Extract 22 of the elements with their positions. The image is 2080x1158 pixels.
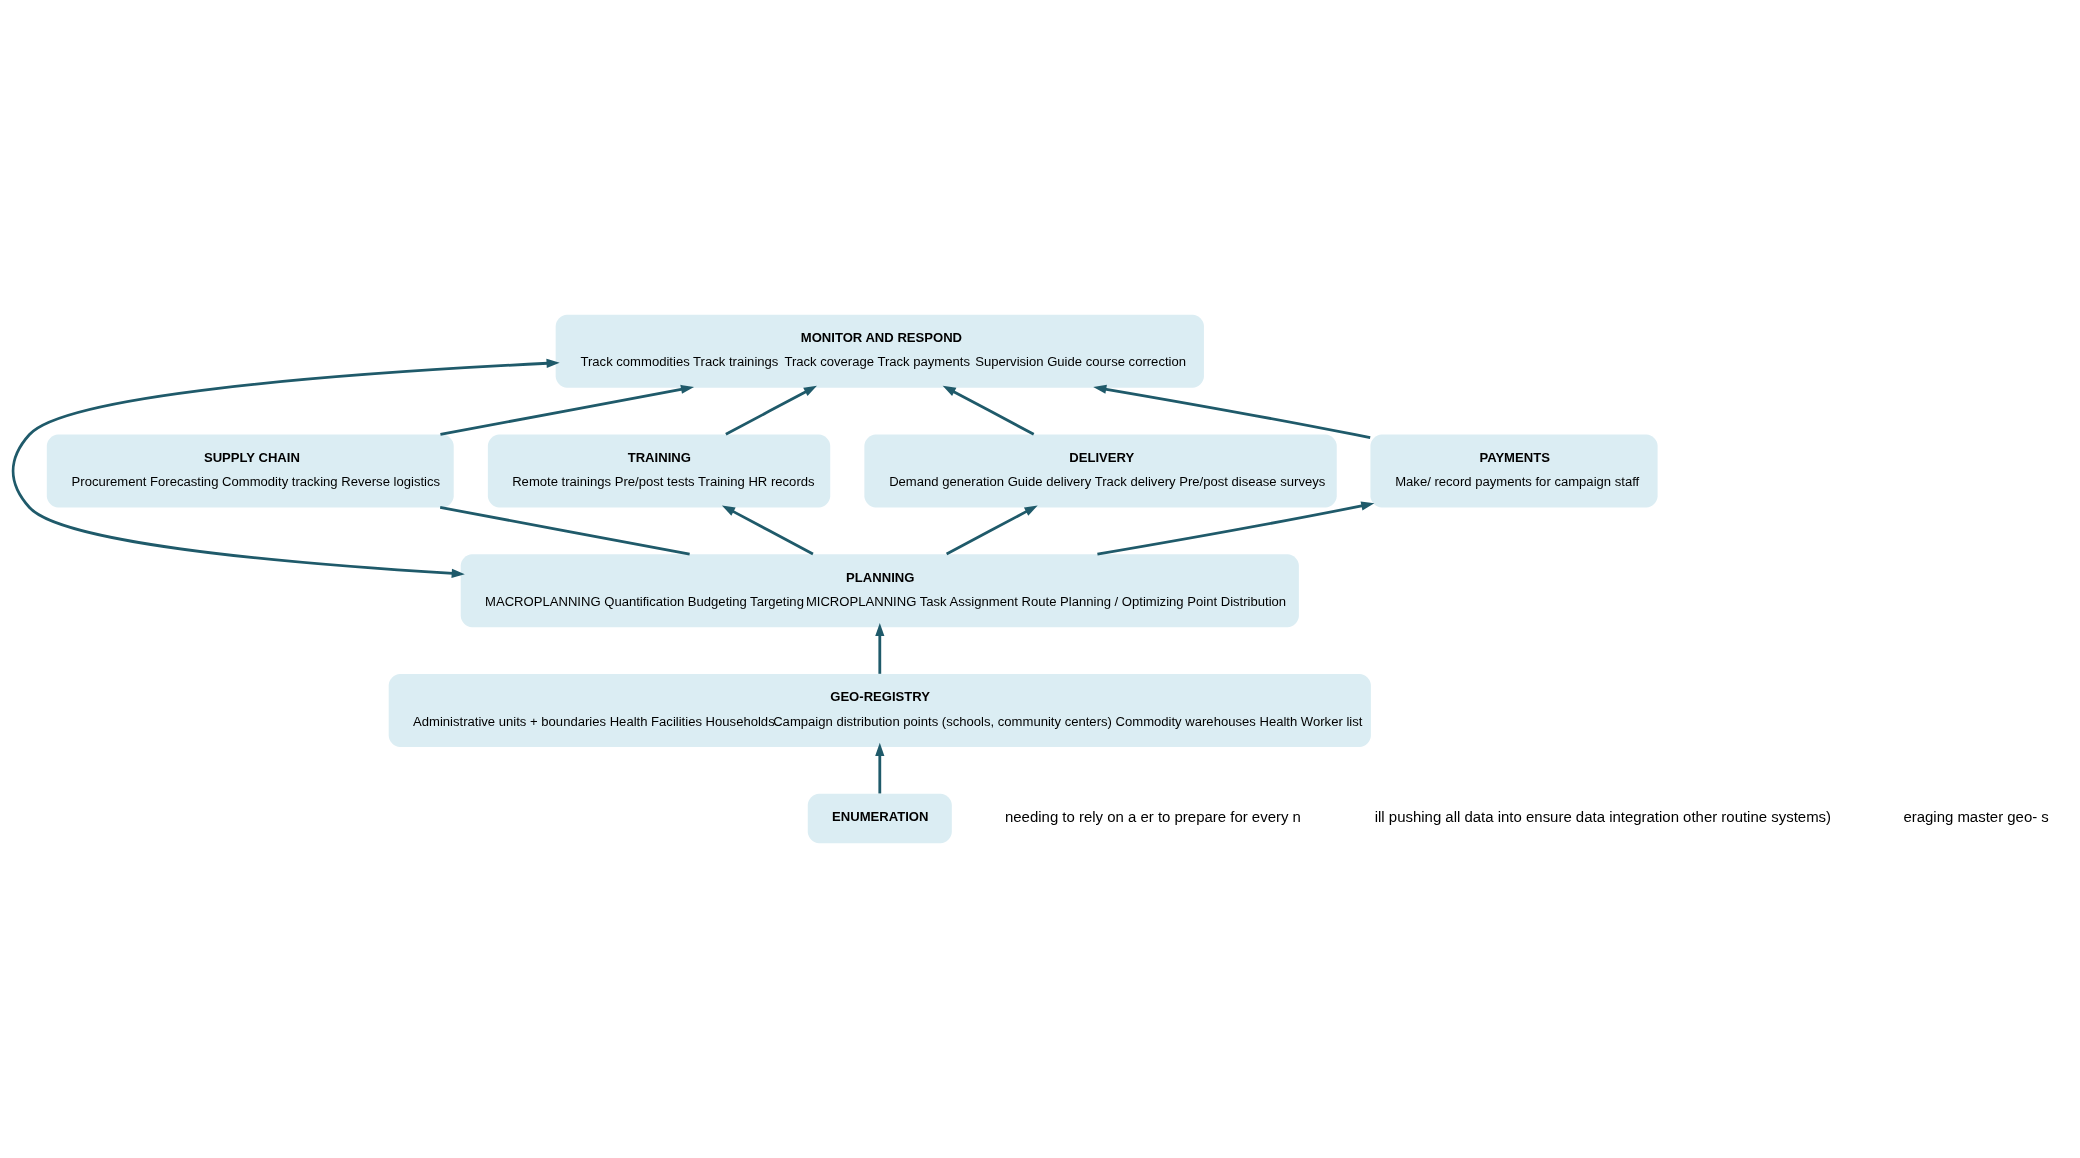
label: needing to rely on a er to prepare for every n (1004, 808, 1301, 826)
arrow (440, 384, 695, 436)
node-box: PLANNING MACROPLANNING Quantification Budgeting Targeting MICROPLANNING Task Assignment Route Planning / Optimizing Point Distribution (460, 554, 1299, 628)
arrow (721, 505, 814, 556)
node-box: GEO-REGISTRY Administrative units + boundaries Health Facilities HouseholdsCampaign distribution points (schools, community centers) Commodity warehouses Health Worker list (388, 673, 1371, 747)
arrow (875, 622, 885, 674)
arrow (875, 742, 885, 794)
node-box: DELIVERY Demand generation Guide delivery Track delivery Pre/post disease surveys (864, 434, 1337, 508)
label: ill pushing all data into ensure data integration other routine systems) (1374, 808, 1832, 826)
connector (439, 506, 690, 556)
node-box: TRAINING Remote trainings Pre/post tests Training HR records (487, 434, 831, 508)
arrow (942, 385, 1035, 436)
node-box: SUPPLY CHAIN Procurement Forecasting Commodity tracking Reverse logistics (46, 434, 454, 508)
arrow (1097, 501, 1375, 556)
arrow (945, 505, 1038, 556)
node-box: ENUMERATION (807, 793, 952, 844)
arrow (725, 385, 817, 436)
arrow (11, 358, 560, 578)
label: eraging master geo- s (1903, 808, 2049, 826)
node-box: MONITOR AND RESPOND Track commodities Track trainings Track coverage Track payments Supervision Guide course correction (555, 314, 1204, 388)
node-box: PAYMENTS Make/ record payments for campaign staff (1370, 434, 1658, 508)
arrow (1093, 384, 1371, 440)
